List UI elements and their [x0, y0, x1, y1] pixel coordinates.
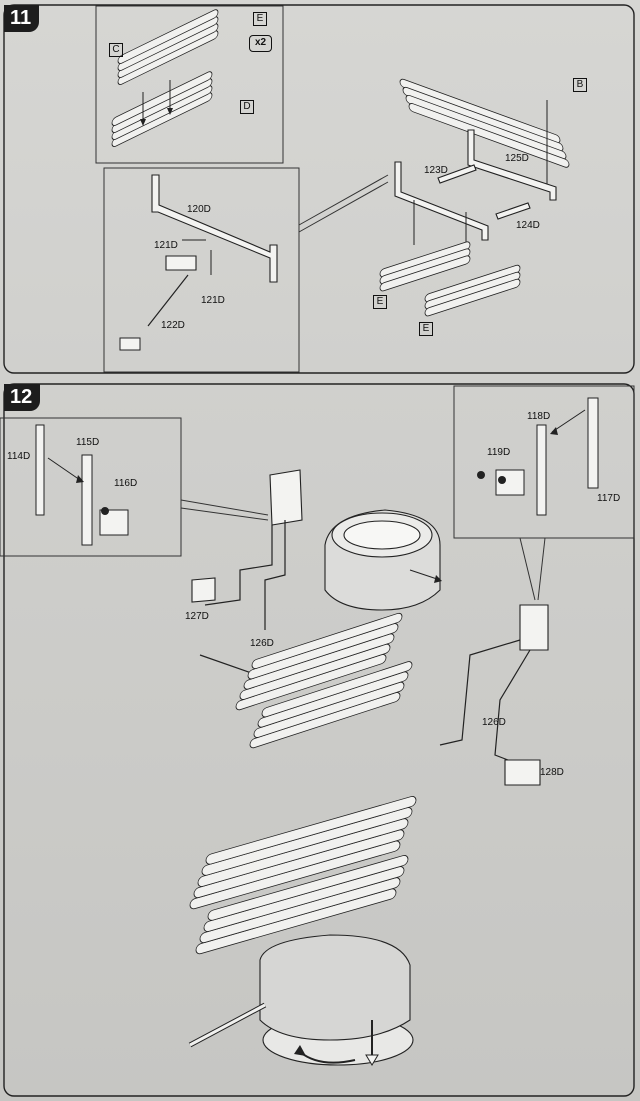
tube-bundle-d [111, 71, 213, 147]
step-11-frame [3, 4, 635, 374]
part-label-123: 123D [424, 165, 448, 176]
subassembly-label-e-left: E [373, 295, 387, 309]
turret-body [324, 509, 441, 611]
part-label-126b: 126D [482, 717, 506, 728]
rack-frame [394, 129, 557, 241]
multiplier-badge: x2 [249, 35, 272, 52]
part-label-115: 115D [76, 437, 100, 448]
subassembly-label-e-top: E [253, 12, 267, 26]
tube-bundle-b [399, 78, 570, 168]
step-12-frame [3, 383, 635, 1097]
tube-bundle-c [117, 9, 219, 85]
tube-bundle-e-left [379, 241, 471, 292]
subassembly-label-b: B [573, 78, 587, 92]
part-label-121b: 121D [201, 295, 225, 306]
part-label-116: 116D [114, 478, 138, 489]
part-label-119: 119D [487, 447, 511, 458]
bracket-118 [495, 397, 599, 516]
final-assembly [188, 796, 417, 1066]
launcher-frame [191, 469, 549, 786]
step-number-12: 12 [4, 384, 41, 411]
step-number-11: 11 [4, 5, 40, 32]
part-label-121a: 121D [154, 240, 178, 251]
part-label-122: 122D [161, 320, 185, 331]
subassembly-label-e-bottom: E [419, 322, 433, 336]
detail-box-right [453, 385, 635, 539]
subassembly-label-c: C [109, 43, 123, 57]
tube-bundle-e-right [424, 264, 521, 317]
detail-box-step11 [103, 167, 300, 373]
part-label-125: 125D [505, 153, 529, 164]
part-label-118: 118D [527, 411, 551, 422]
subassembly-label-d: D [240, 100, 254, 114]
part-label-127: 127D [185, 611, 209, 622]
part-label-124: 124D [516, 220, 540, 231]
part-label-126a: 126D [250, 638, 274, 649]
frame-detail-120 [151, 174, 278, 283]
part-label-117: 117D [597, 493, 621, 504]
bracket-114 [35, 424, 129, 546]
subassembly-box [95, 5, 284, 164]
tube-stack-mid [235, 612, 413, 749]
part-label-128: 128D [540, 767, 564, 778]
part-label-120: 120D [187, 204, 211, 215]
detail-box-left [0, 417, 182, 557]
part-label-114: 114D [7, 451, 31, 462]
